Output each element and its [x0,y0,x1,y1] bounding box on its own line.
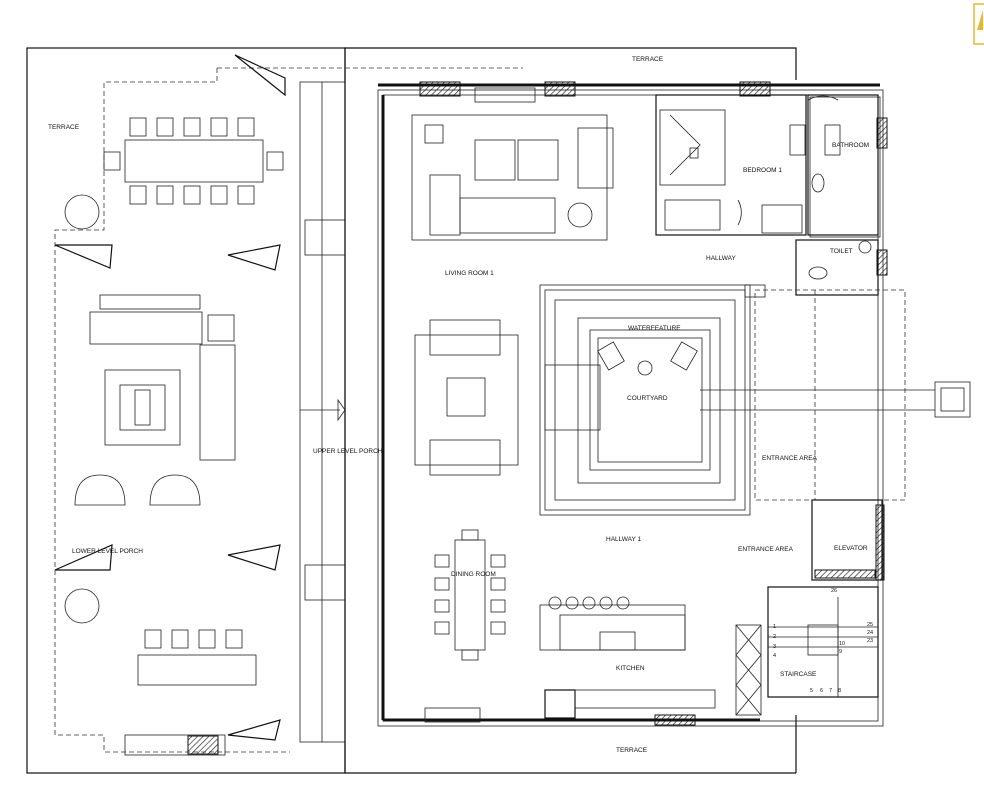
label-terrace-left: TERRACE [48,124,80,131]
room-labels: TERRACE TERRACE TERRACE BATHROOM BEDROOM… [48,56,869,754]
stair-number: 9 [839,649,842,655]
label-terrace-top: TERRACE [632,56,664,63]
label-courtyard: COURTYARD [627,395,668,402]
label-entrance-area: ENTRANCE AREA [762,455,818,462]
label-kitchen: KITCHEN [616,665,645,672]
stair-number: 23 [867,638,873,644]
stair-number: 10 [839,641,845,647]
label-waterfeature: WATERFEATURE [628,325,681,332]
stair-number: 5 [810,688,813,694]
label-dining-room: DINING ROOM [451,571,496,578]
stair-number: 3 [773,644,776,650]
stair-number: 1 [773,624,776,630]
label-bathroom: BATHROOM [832,142,869,149]
label-elevator: ELEVATOR [834,545,868,552]
label-staircase: STAIRCASE [780,671,817,678]
stair-number: 8 [838,688,841,694]
label-upper-porch: UPPER LEVEL PORCH [313,448,383,455]
outer-walls [26,47,797,774]
stair-number: 24 [867,630,873,636]
label-entrance-area: ENTRANCE AREA [738,546,794,553]
living-room-furniture [411,114,614,476]
courtyard [539,284,971,516]
dining-kitchen [434,529,716,719]
stair-number: 4 [773,653,776,659]
label-hallway-1: HALLWAY 1 [606,536,642,543]
label-living-room: LIVING ROOM 1 [445,270,494,277]
stair-number: 6 [820,688,823,694]
interior-walls [377,81,888,727]
label-lower-porch: LOWER LEVEL PORCH [72,548,143,555]
logo [973,3,984,45]
label-hallway: HALLWAY [706,255,737,262]
stair-number: 2 [773,634,776,640]
label-toilet: TOILET [830,248,853,255]
stair-number: 7 [829,688,832,694]
label-terrace-bottom: TERRACE [616,747,648,754]
stair-number: 25 [867,622,873,628]
stair-number: 26 [831,588,837,594]
label-bedroom: BEDROOM 1 [743,167,782,174]
elevator-stairs: 1 2 3 4 5 6 7 8 9 10 23 24 25 26 [735,499,885,716]
porch-furniture [54,54,286,756]
